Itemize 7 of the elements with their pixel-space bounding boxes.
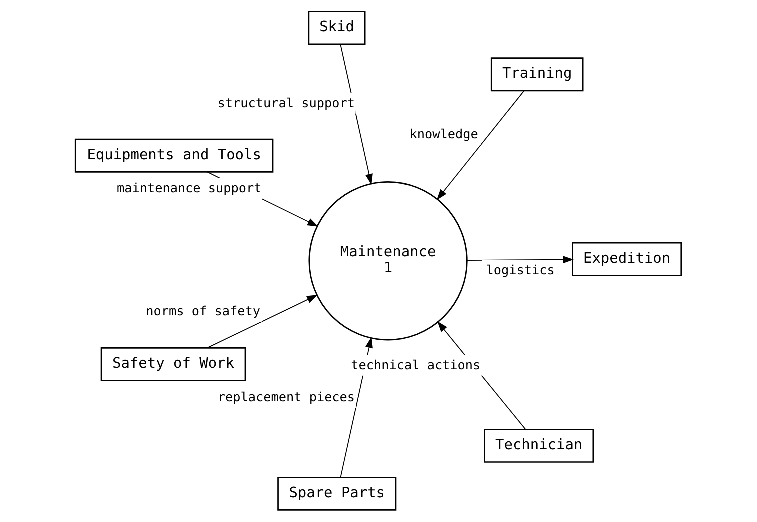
edge-label: replacement pieces	[218, 390, 356, 405]
edge-label: technical actions	[351, 357, 481, 372]
edge-label: knowledge	[410, 126, 478, 142]
edge-label: maintenance support	[116, 180, 262, 196]
edge-label: logistics	[486, 262, 555, 278]
edge-label: norms of safety	[146, 303, 260, 318]
edge-label: structural support	[218, 95, 355, 110]
